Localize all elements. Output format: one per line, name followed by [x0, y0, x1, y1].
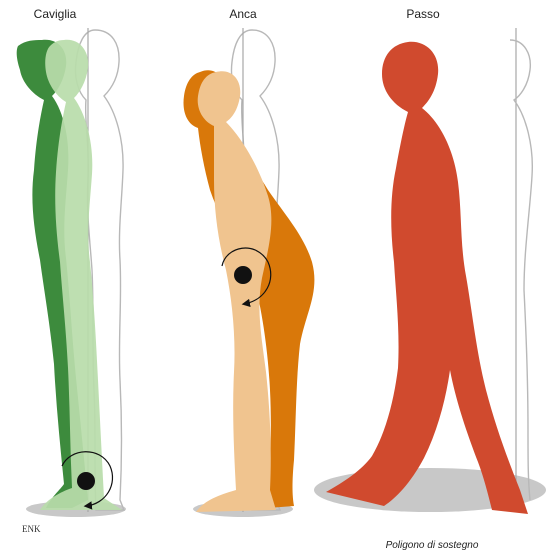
pivot-dot-icon-ankle: [77, 472, 95, 490]
step-figure: [326, 42, 528, 514]
hip-panel: [184, 28, 315, 517]
panel-title-hip: Anca: [229, 7, 257, 21]
pivot-dot-icon-hip: [234, 266, 252, 284]
panel-title-ankle: Caviglia: [34, 7, 77, 21]
ankle-panel: ENK: [17, 28, 126, 534]
step-panel: Poligono di sostegno: [314, 28, 546, 551]
panel-title-step: Passo: [406, 7, 440, 21]
artist-signature: ENK: [22, 524, 41, 534]
reference-figure-outline-step: [510, 40, 532, 500]
support-polygon-caption: Poligono di sostegno: [386, 540, 479, 551]
